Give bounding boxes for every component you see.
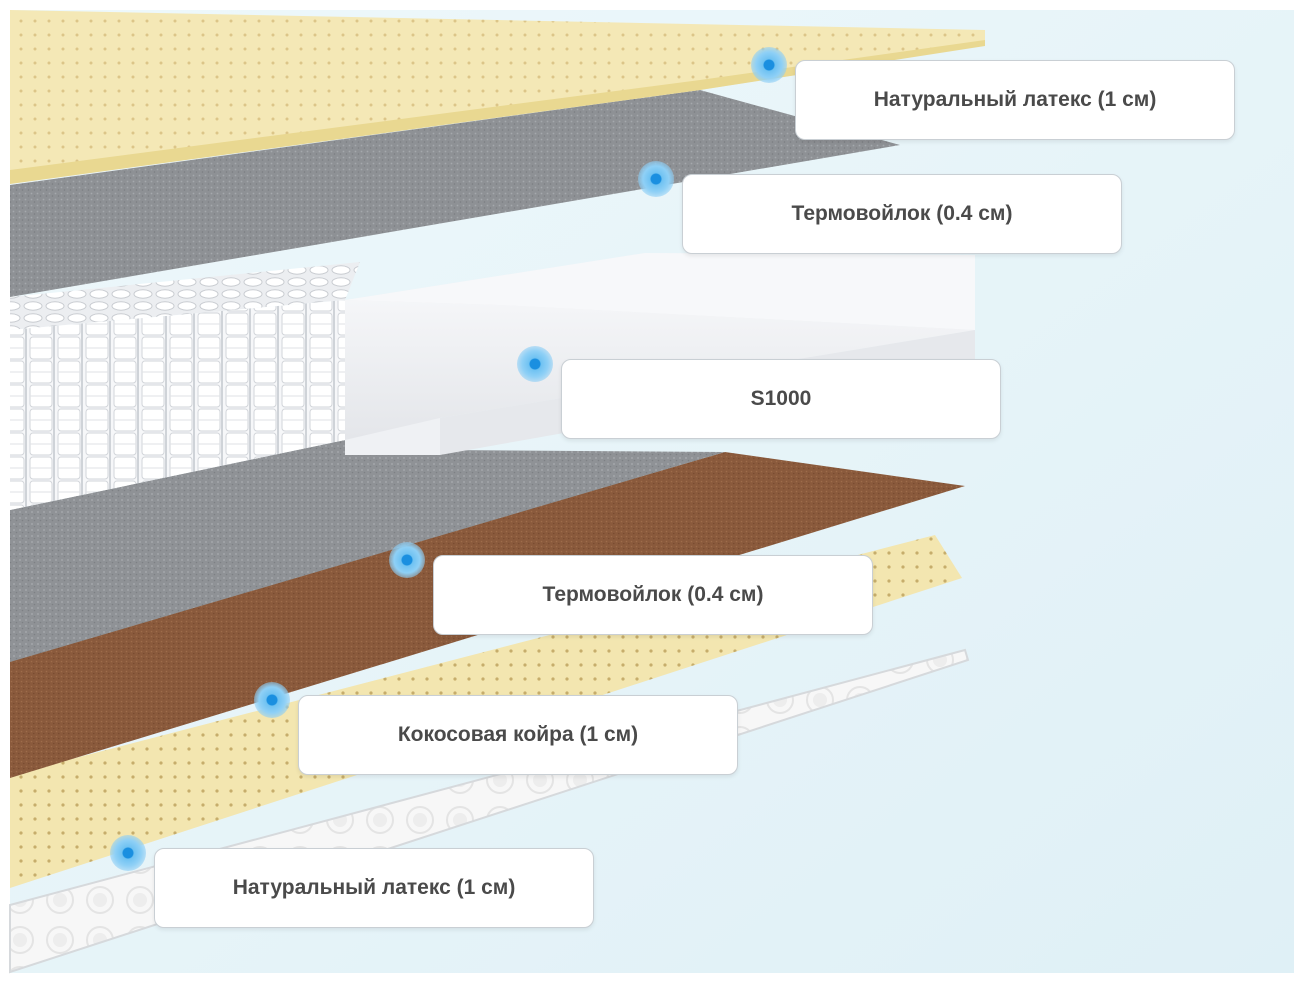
callout-latex-top: Натуральный латекс (1 см)	[795, 60, 1235, 140]
callout-latex-bottom: Натуральный латекс (1 см)	[154, 848, 594, 928]
callout-coir: Кокосовая койра (1 см)	[298, 695, 738, 775]
marker-latex-bottom-icon	[110, 835, 146, 871]
marker-s1000-icon	[517, 346, 553, 382]
callout-label: Натуральный латекс (1 см)	[232, 876, 516, 899]
callout-label: Термовойлок (0.4 см)	[542, 583, 764, 606]
marker-felt-bottom-icon	[389, 542, 425, 578]
marker-coir-icon	[254, 682, 290, 718]
callout-label: Натуральный латекс (1 см)	[873, 88, 1157, 111]
callout-felt-top: Термовойлок (0.4 см)	[682, 174, 1122, 254]
callout-felt-bottom: Термовойлок (0.4 см)	[433, 555, 873, 635]
marker-felt-top-icon	[638, 161, 674, 197]
callout-s1000: S1000	[561, 359, 1001, 439]
layer-felt-bottom	[10, 440, 725, 662]
callout-label: S1000	[750, 387, 812, 410]
layer-springs	[10, 262, 360, 510]
layer-felt-top	[10, 90, 900, 297]
callout-label: Термовойлок (0.4 см)	[791, 202, 1013, 225]
marker-latex-top-icon	[751, 47, 787, 83]
layer-latex-top	[10, 10, 985, 184]
callout-label: Кокосовая койра (1 см)	[397, 723, 639, 746]
